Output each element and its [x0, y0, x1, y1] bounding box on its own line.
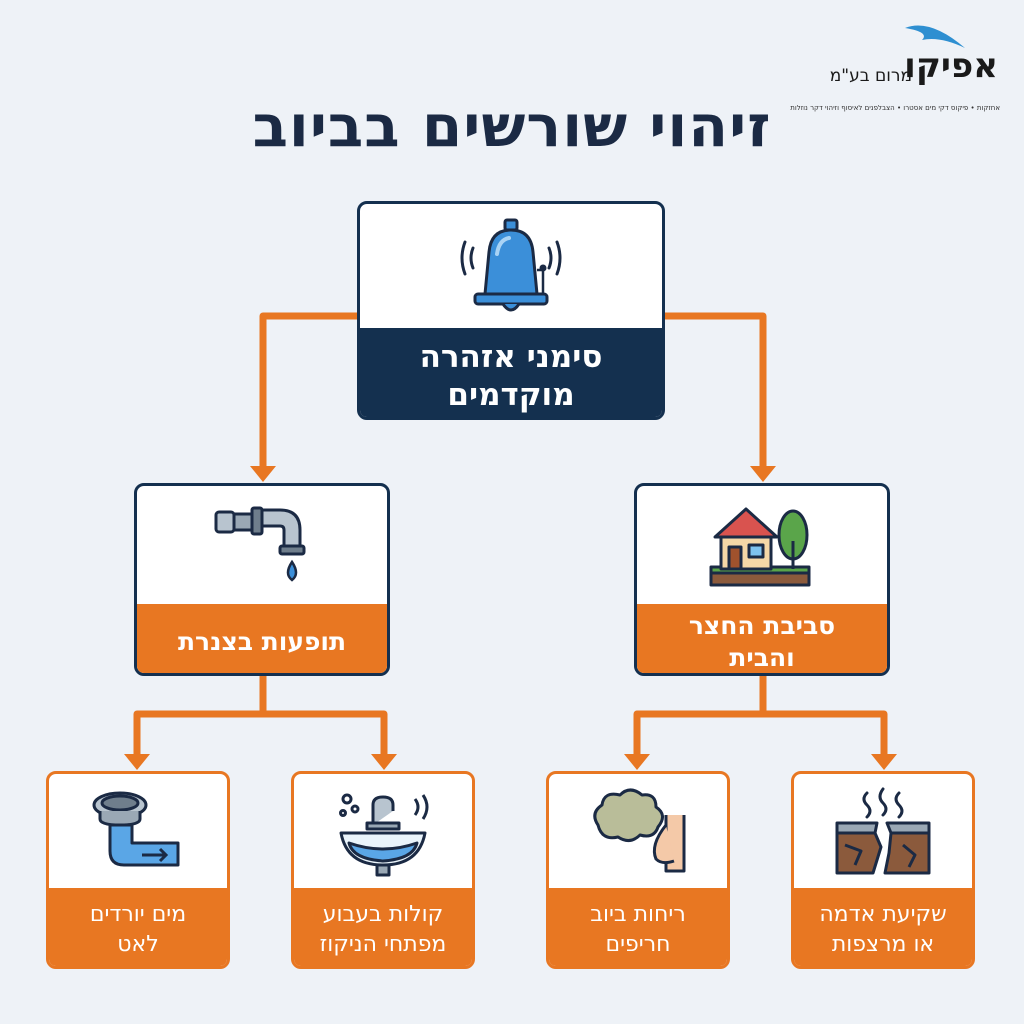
bell-icon — [460, 218, 562, 312]
leaking-faucet-icon — [214, 506, 306, 582]
gurgling-sounds-box: קולות בעבוע מפתחי הניקוז — [291, 771, 475, 969]
wave-swoosh-icon — [905, 25, 965, 48]
sinking-ground-label-line-2: או מרצפות — [831, 932, 935, 957]
slow-drain-label-line-2: לאט — [117, 932, 159, 957]
sewage-smell-label: ריחות ביוב חריפים — [549, 888, 727, 966]
sinking-ground-icon — [835, 787, 931, 875]
root-label-line-2: מוקדמים — [447, 376, 575, 413]
logo-brand: אפיקו — [904, 46, 998, 86]
gurgling-sounds-label-line-2: מפתחי הניקוז — [319, 932, 447, 957]
pipe-phenomena-box: תופעות בצנרת — [134, 483, 390, 676]
sewage-smell-box: ריחות ביוב חריפים — [546, 771, 730, 969]
yard-house-box: סביבת החצר והבית — [634, 483, 890, 676]
yard-house-label-line-1: סביבת החצר — [688, 610, 836, 640]
company-logo: אפיקו מרום בע"מ אחזקות • פיקוס דקי מים א… — [790, 18, 1010, 112]
sewage-smell-label-line-1: ריחות ביוב — [590, 902, 686, 927]
logo-subtitle: מרום בע"מ — [829, 66, 912, 86]
pipe-phenomena-label-line-1: תופעות בצנרת — [177, 626, 347, 656]
yard-house-label: סביבת החצר והבית — [637, 604, 887, 673]
slow-drain-label-line-1: מים יורדים — [89, 902, 187, 927]
bad-smell-icon — [593, 788, 686, 873]
root-label: סימני אזהרה מוקדמים — [360, 328, 662, 417]
root-label-line-1: סימני אזהרה — [419, 338, 603, 375]
pipe-phenomena-label: תופעות בצנרת — [137, 604, 387, 673]
logo-tagline: אחזקות • פיקוס דקי מים אסטרו • הצבלפנים … — [790, 104, 1000, 112]
sewage-smell-label-line-2: חריפים — [605, 932, 671, 957]
gurgling-sounds-label-line-1: קולות בעבוע — [322, 902, 444, 927]
house-yard-icon — [709, 507, 811, 587]
gurgling-sounds-label: קולות בעבוע מפתחי הניקוז — [294, 888, 472, 966]
sinking-ground-label-line-1: שקיעת אדמה — [819, 902, 947, 927]
gurgling-sink-icon — [339, 793, 429, 877]
sinking-ground-box: שקיעת אדמה או מרצפות — [791, 771, 975, 969]
sinking-ground-label: שקיעת אדמה או מרצפות — [794, 888, 972, 966]
root-warning-signs-box: סימני אזהרה מוקדמים — [357, 201, 665, 420]
slow-drain-label: מים יורדים לאט — [49, 888, 227, 966]
yard-house-label-line-2: והבית — [729, 642, 795, 672]
slow-drain-box: מים יורדים לאט — [46, 771, 230, 969]
drain-pipe-icon — [92, 791, 180, 867]
page-title: זיהוי שורשים בביוב — [252, 92, 772, 160]
